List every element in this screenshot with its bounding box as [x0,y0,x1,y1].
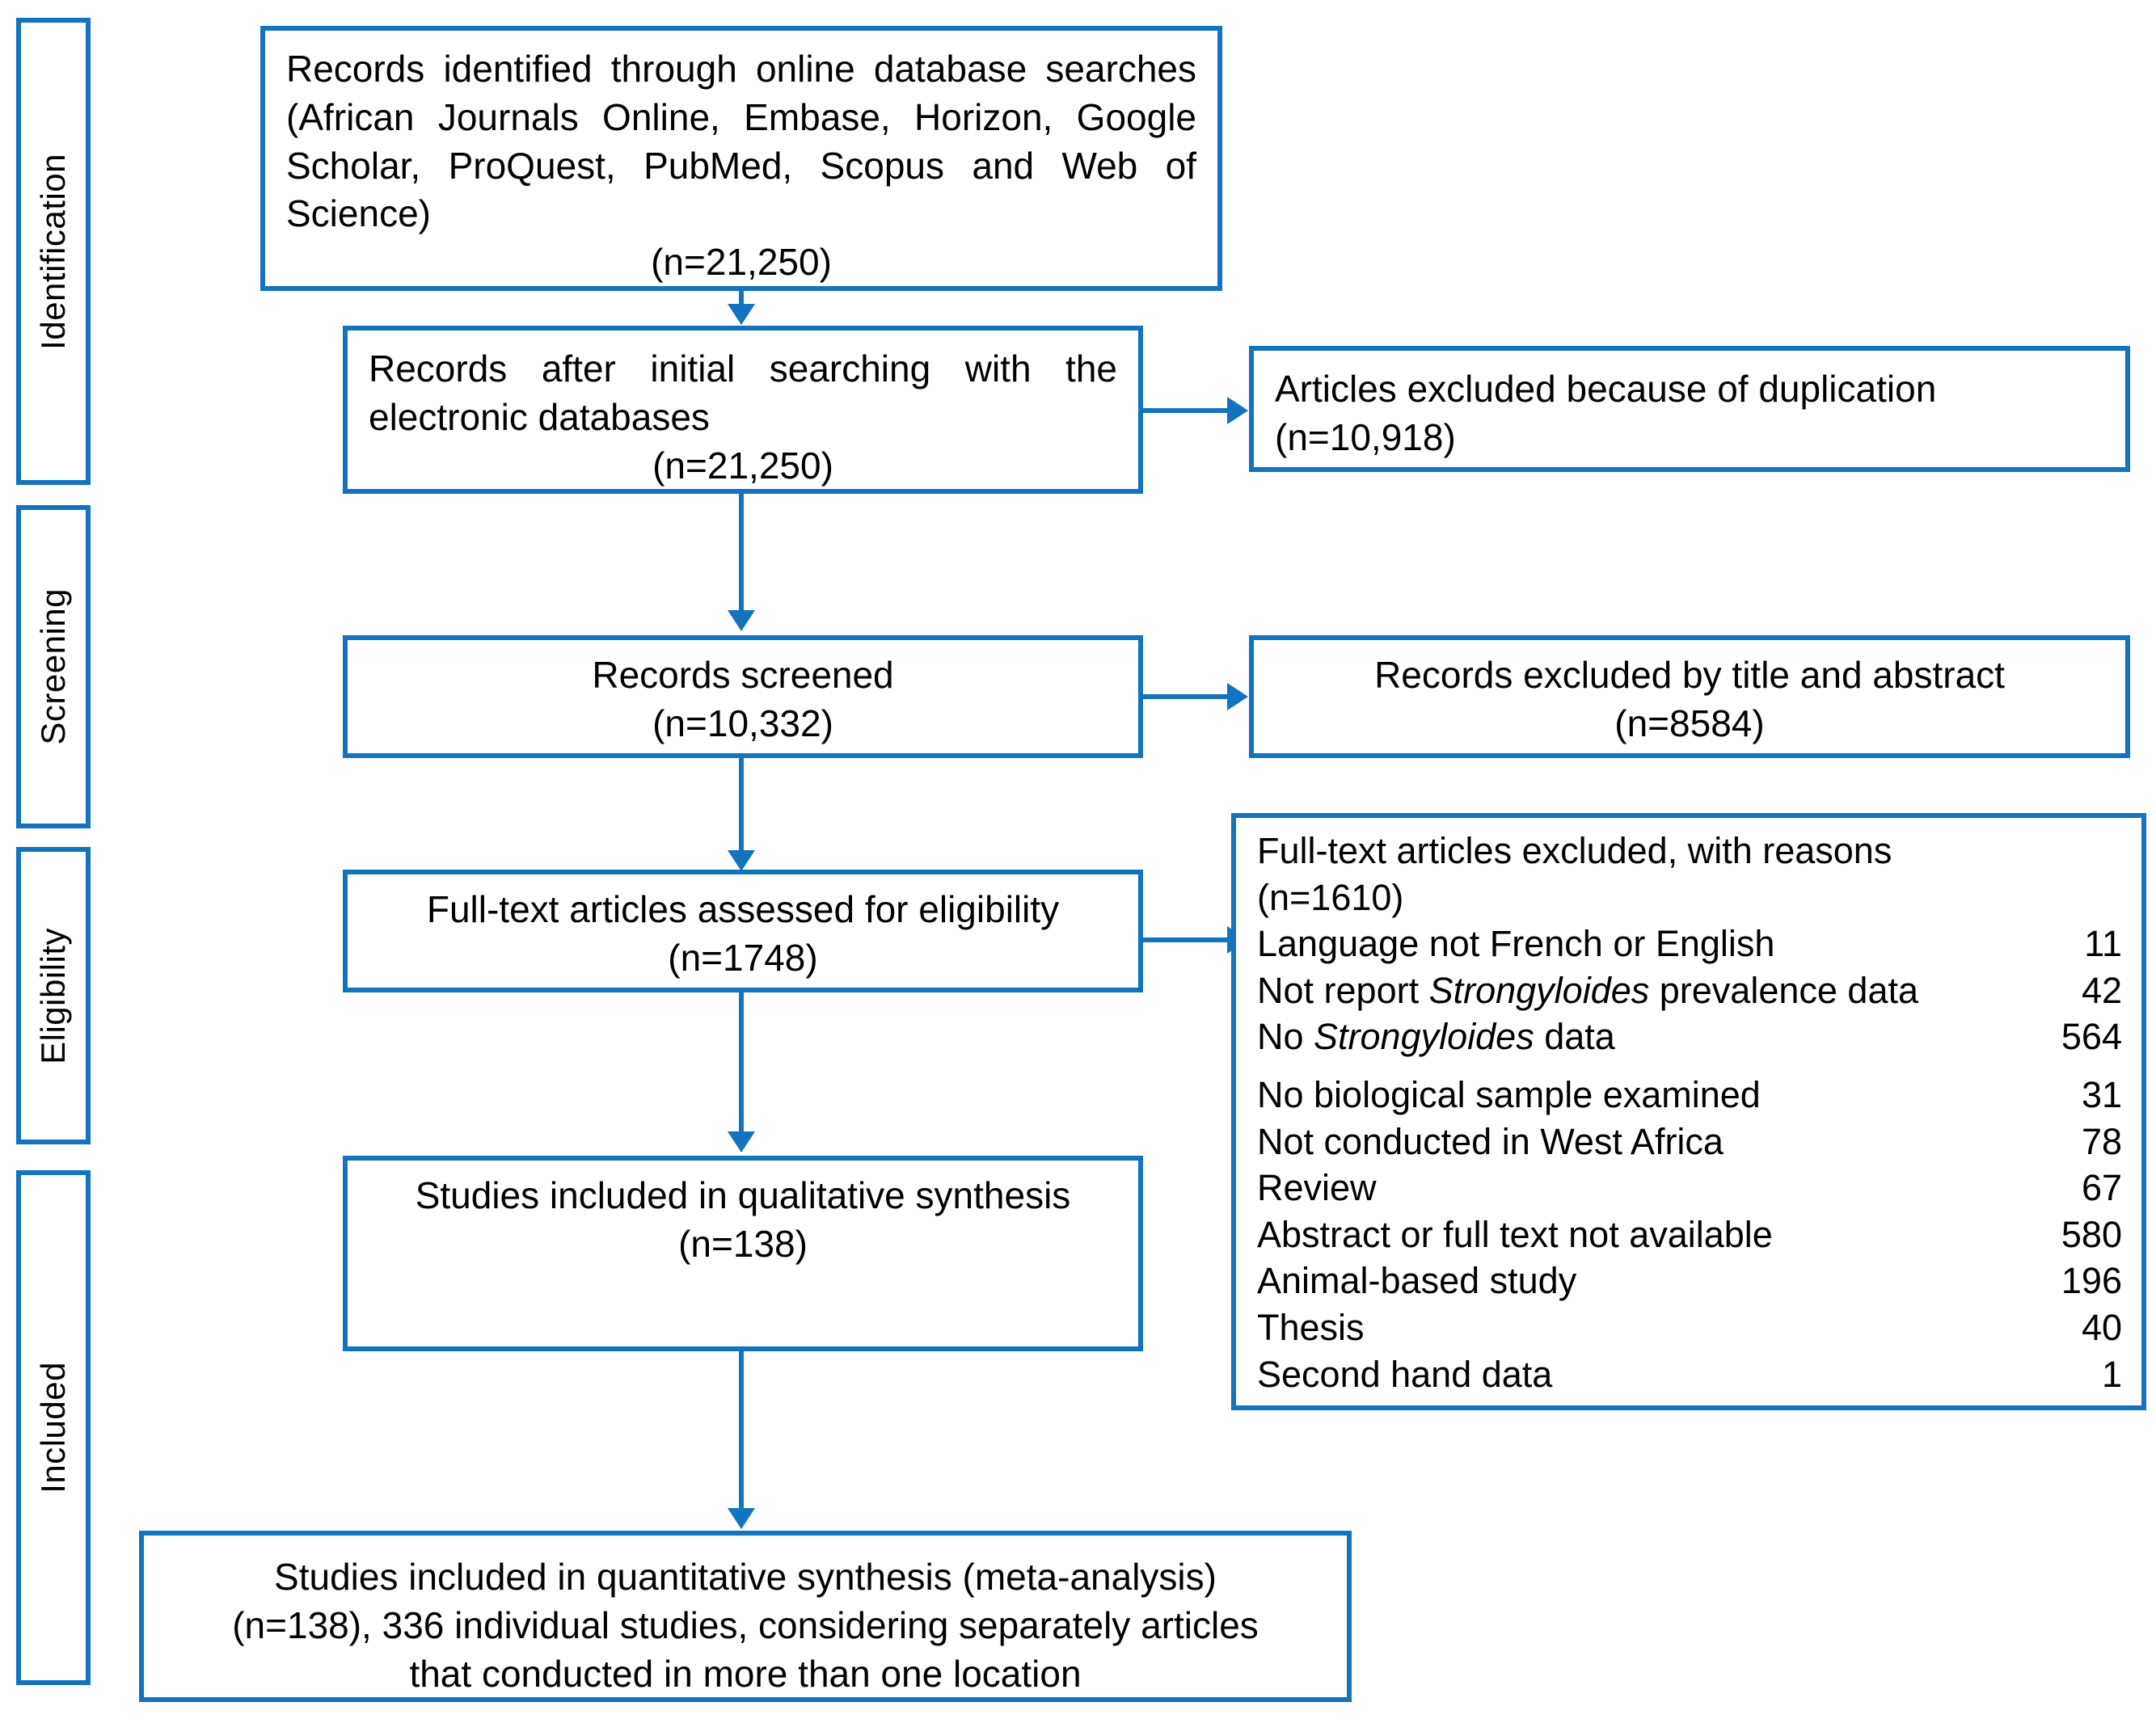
stage-included-label: Included [34,1362,72,1494]
reason-label: Second hand data [1257,1353,1553,1395]
reason-count: 11 [2084,923,2122,965]
reason-count: 564 [2061,1016,2122,1058]
box-records-identified: Records identified through online databa… [260,26,1222,291]
records-identified-count: (n=21,250) [651,241,832,284]
reason-count: 196 [2061,1260,2122,1302]
reason-count: 42 [2081,969,2122,1011]
reason-row: No biological sample examined 31 [1257,1072,2122,1119]
quantitative-synthesis-line3: that conducted in more than one location [409,1652,1082,1695]
box-qualitative-synthesis: Studies included in qualitative synthesi… [343,1156,1143,1351]
reason-label: Thesis [1257,1306,1365,1348]
reason-label: Not report Strongyloides prevalence data [1257,969,1918,1011]
reason-label: Animal-based study [1257,1260,1577,1302]
qualitative-synthesis-text: Studies included in qualitative synthesi… [415,1174,1071,1216]
records-screened-count: (n=10,332) [652,702,833,744]
reason-label: Review [1257,1167,1377,1209]
reason-row: Not report Strongyloides prevalence data… [1257,967,2122,1014]
records-screened-text: Records screened [592,654,894,696]
reason-label: Language not French or English [1257,923,1775,965]
quantitative-synthesis-line1: Studies included in quantitative synthes… [274,1556,1217,1598]
arrow-after-initial-to-duplicates [1227,397,1248,424]
reason-count: 40 [2081,1306,2122,1348]
reason-row: Language not French or English 11 [1257,921,2122,967]
full-text-assessed-text: Full-text articles assessed for eligibil… [426,888,1060,930]
qualitative-synthesis-count: (n=138) [678,1222,808,1265]
reason-label: Not conducted in West Africa [1257,1120,1724,1162]
arrow-identified-to-after-initial [728,304,755,325]
box-full-text-assessed: Full-text articles assessed for eligibil… [343,870,1143,992]
stage-eligibility: Eligibility [16,847,91,1144]
reason-row: Second hand data 1 [1257,1351,2122,1398]
arrow-after-initial-to-screened [728,610,755,631]
reason-row: Abstract or full text not available 580 [1257,1211,2122,1258]
excluded-title-abstract-text: Records excluded by title and abstract [1374,654,2005,696]
connector-after-initial-to-duplicates [1143,408,1229,413]
connector-screened-to-title-abstract [1143,694,1229,699]
arrow-screened-to-title-abstract [1227,683,1248,710]
records-after-initial-text: Records after initial searching with the… [369,348,1117,438]
reason-count: 67 [2081,1167,2122,1209]
reason-row: Thesis 40 [1257,1304,2122,1351]
connector-identified-to-after-initial [739,291,744,309]
reason-row: Animal-based study 196 [1257,1258,2122,1304]
duplicates-excluded-count: (n=10,918) [1275,415,1456,458]
arrow-full-text-to-qualitative [728,1131,755,1152]
reason-count: 580 [2061,1213,2122,1255]
stage-identification-label: Identification [34,153,72,350]
reason-label: No Strongyloides data [1257,1016,1615,1058]
box-excluded-title-abstract: Records excluded by title and abstract (… [1249,635,2130,758]
reason-count: 78 [2081,1120,2122,1162]
connector-full-text-to-excluded [1143,937,1229,942]
connector-qualitative-to-quantitative [739,1351,744,1513]
reason-label: No biological sample examined [1257,1073,1761,1115]
records-after-initial-count: (n=21,250) [652,444,833,487]
connector-after-initial-to-screened [739,494,744,615]
connector-full-text-to-qualitative [739,992,744,1136]
reason-label: Abstract or full text not available [1257,1213,1773,1255]
excluded-title-abstract-count: (n=8584) [1614,702,1765,744]
box-records-screened: Records screened (n=10,332) [343,635,1143,758]
stage-screening-label: Screening [34,588,72,745]
reason-row: Not conducted in West Africa 78 [1257,1119,2122,1165]
full-text-excluded-heading: Full-text articles excluded, with reason… [1257,830,1892,871]
reason-count: 1 [2101,1353,2122,1395]
full-text-assessed-count: (n=1748) [668,936,818,979]
full-text-excluded-count: (n=1610) [1257,876,1404,918]
reason-row: No Strongyloides data 564 [1257,1013,2122,1060]
stage-screening: Screening [16,505,91,828]
arrow-screened-to-full-text [728,850,755,871]
box-quantitative-synthesis: Studies included in quantitative synthes… [139,1531,1352,1702]
stage-included: Included [16,1170,91,1685]
connector-screened-to-full-text [739,758,744,855]
stage-identification: Identification [16,18,91,485]
records-identified-text: Records identified through online databa… [286,48,1196,235]
box-records-after-initial: Records after initial searching with the… [343,326,1143,494]
stage-eligibility-label: Eligibility [34,927,72,1064]
reason-row: Review 67 [1257,1165,2122,1211]
box-full-text-excluded-reasons: Full-text articles excluded, with reason… [1231,813,2146,1410]
duplicates-excluded-text: Articles excluded because of duplication [1275,368,1937,410]
box-duplicates-excluded: Articles excluded because of duplication… [1249,346,2130,472]
quantitative-synthesis-line2: (n=138), 336 individual studies, conside… [232,1603,1259,1646]
reason-count: 31 [2081,1073,2122,1115]
arrow-qualitative-to-quantitative [728,1508,755,1529]
